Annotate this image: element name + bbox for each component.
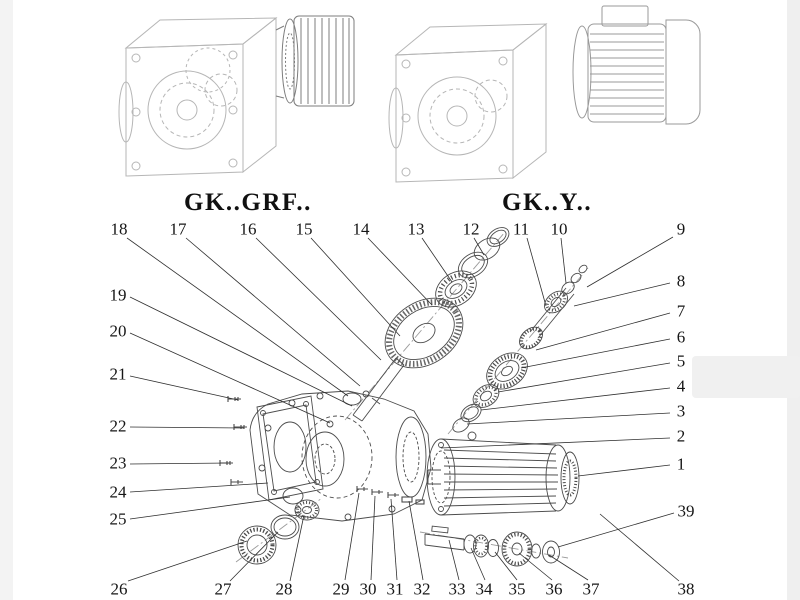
- part-number-37: 37: [582, 579, 600, 599]
- part-number-33: 33: [448, 579, 466, 599]
- part-number-14: 14: [352, 219, 370, 239]
- part-number-11: 11: [512, 219, 530, 239]
- assembled-view-gk-y-motor: [572, 5, 701, 125]
- assembled-view-gk-grf: [118, 16, 278, 177]
- leader-line-15: [310, 237, 401, 337]
- leader-line-7: [535, 312, 671, 351]
- part-number-6: 6: [676, 327, 686, 347]
- part-number-27: 27: [214, 579, 232, 599]
- leader-line-39: [557, 512, 675, 548]
- leader-line-37: [548, 554, 589, 581]
- part-number-25: 25: [109, 509, 127, 529]
- leader-line-29: [344, 492, 360, 581]
- leader-line-31: [390, 498, 398, 581]
- leader-line-27: [229, 531, 279, 582]
- part-number-30: 30: [359, 579, 377, 599]
- input-flange-plate: [256, 395, 324, 501]
- electric-motor: [426, 431, 580, 516]
- part-number-35: 35: [508, 579, 526, 599]
- part-number-15: 15: [295, 219, 313, 239]
- part-number-34: 34: [475, 579, 493, 599]
- leader-line-23: [129, 462, 231, 465]
- part-number-20: 20: [109, 321, 127, 341]
- part-number-18: 18: [110, 219, 128, 239]
- part-number-16: 16: [239, 219, 257, 239]
- leader-line-34: [470, 547, 486, 581]
- leader-line-3: [466, 412, 671, 425]
- part-number-12: 12: [462, 219, 480, 239]
- leader-line-35: [494, 551, 518, 581]
- part-number-21: 21: [109, 364, 127, 384]
- leader-line-18: [126, 237, 349, 397]
- output-shaft-assembly: [424, 525, 560, 567]
- leader-line-6: [520, 338, 671, 369]
- shim-ring-and-bearing-parts: [237, 487, 320, 565]
- leader-line-30: [370, 495, 376, 581]
- part-number-36: 36: [545, 579, 563, 599]
- leader-line-12: [473, 237, 485, 256]
- leader-line-14: [367, 237, 433, 306]
- leader-line-36: [518, 552, 553, 581]
- leader-line-1: [577, 464, 671, 477]
- part-number-9: 9: [676, 219, 686, 239]
- part-number-10: 10: [550, 219, 568, 239]
- leader-line-4: [480, 387, 671, 411]
- part-number-32: 32: [413, 579, 431, 599]
- leader-line-13: [421, 237, 453, 283]
- assembled-view-gk-grf-input-cover: [275, 15, 355, 107]
- leader-line-28: [289, 514, 305, 582]
- part-number-39: 39: [677, 501, 695, 521]
- leader-line-38: [599, 513, 680, 582]
- leader-line-8: [573, 282, 671, 307]
- input-pinion-assembly: [519, 264, 588, 350]
- part-number-19: 19: [109, 285, 127, 305]
- leader-line-17: [185, 237, 361, 387]
- part-number-4: 4: [676, 376, 686, 396]
- leader-line-11: [526, 237, 547, 307]
- part-number-7: 7: [676, 301, 686, 321]
- leader-line-32: [408, 500, 424, 581]
- part-number-24: 24: [109, 482, 127, 502]
- part-number-38: 38: [677, 579, 695, 599]
- leader-line-26: [127, 540, 248, 582]
- leader-line-10: [560, 237, 567, 284]
- part-number-13: 13: [407, 219, 425, 239]
- leader-line-24: [129, 482, 269, 493]
- leader-line-33: [448, 539, 460, 581]
- part-number-1: 1: [676, 454, 686, 474]
- part-number-31: 31: [386, 579, 404, 599]
- part-number-5: 5: [676, 351, 686, 371]
- part-number-2: 2: [676, 426, 686, 446]
- leader-line-20: [129, 332, 331, 424]
- assembled-view-gk-y-housing: [388, 22, 548, 183]
- variant-label-gk-y: GK..Y..: [502, 189, 593, 216]
- part-number-17: 17: [169, 219, 187, 239]
- leader-line-19: [129, 296, 353, 407]
- part-number-28: 28: [275, 579, 293, 599]
- part-number-8: 8: [676, 271, 686, 291]
- right-margin: [787, 0, 800, 600]
- part-number-23: 23: [109, 453, 127, 473]
- part-number-26: 26: [110, 579, 128, 599]
- part-number-29: 29: [332, 579, 350, 599]
- faded-watermark-area: [692, 356, 800, 398]
- leader-line-5: [497, 362, 671, 393]
- variant-label-gk-grf: GK..GRF..: [184, 189, 312, 216]
- leader-line-2: [440, 437, 671, 449]
- leader-line-9: [586, 236, 674, 288]
- leader-line-25: [129, 496, 291, 520]
- motor-mounting-bolts: [356, 486, 425, 505]
- part-number-3: 3: [676, 401, 686, 421]
- intermediate-gear-assembly: [452, 352, 528, 433]
- leader-line-21: [129, 375, 239, 401]
- left-margin: [0, 0, 13, 600]
- part-number-22: 22: [109, 416, 127, 436]
- output-gear-and-bearings: [352, 227, 510, 422]
- leader-line-22: [129, 426, 245, 429]
- leader-line-16: [255, 237, 382, 361]
